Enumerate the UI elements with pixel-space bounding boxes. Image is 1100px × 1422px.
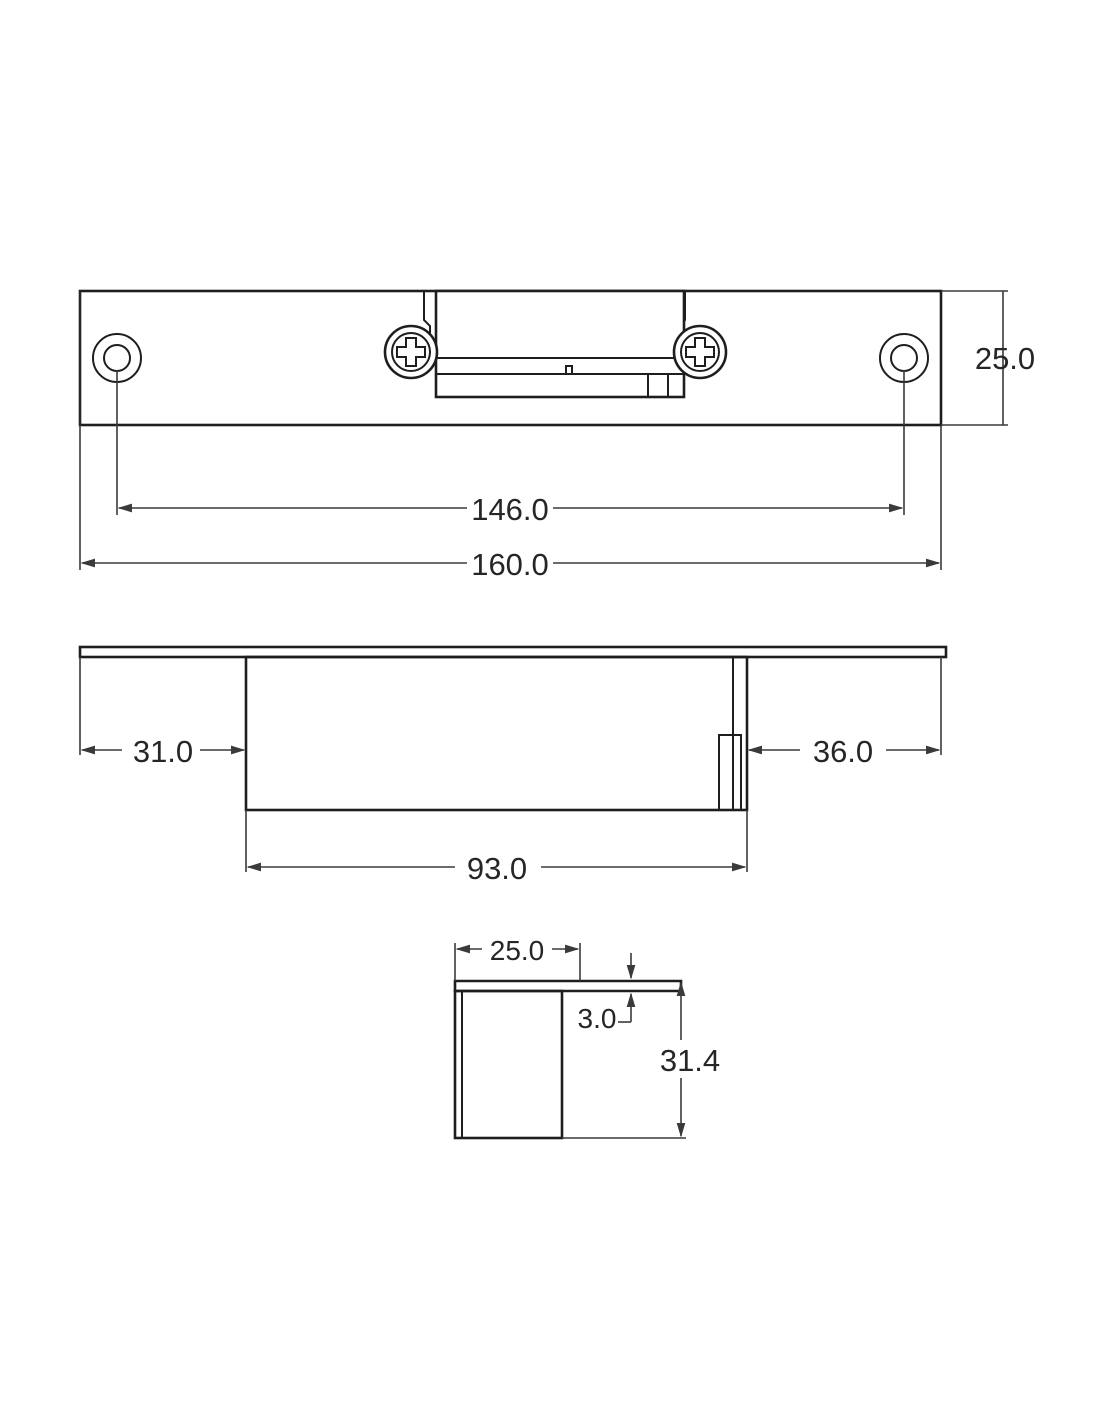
strike-keeper <box>410 289 697 399</box>
side-plate <box>78 645 948 659</box>
dim-plate-height-label: 25.0 <box>975 341 1035 376</box>
side-body <box>244 655 749 812</box>
end-view: 25.0 3.0 31.4 <box>453 935 720 1140</box>
dim-end-width-label: 25.0 <box>490 935 545 966</box>
dim-end-width: 25.0 <box>454 935 581 981</box>
dim-right-offset: 36.0 <box>747 657 942 769</box>
top-view: 25.0 146.0 160.0 <box>78 289 1035 582</box>
dim-overall-length-label: 160.0 <box>471 547 549 582</box>
dim-end-depth-label: 31.4 <box>660 1043 720 1078</box>
dim-end-depth: 31.4 <box>562 981 720 1139</box>
dim-plate-height: 25.0 <box>941 290 1035 426</box>
dim-hole-spacing: 146.0 <box>116 370 905 527</box>
end-body <box>453 989 564 1140</box>
screw-left <box>383 324 439 380</box>
dim-body-length: 93.0 <box>245 810 748 886</box>
dim-body-length-label: 93.0 <box>467 851 527 886</box>
side-view: 31.0 36.0 93.0 <box>78 645 948 886</box>
dim-right-offset-label: 36.0 <box>813 734 873 769</box>
dim-left-offset: 31.0 <box>79 657 246 769</box>
dim-overall-length: 160.0 <box>79 425 942 582</box>
dim-hole-spacing-label: 146.0 <box>471 492 549 527</box>
screw-right <box>672 324 728 380</box>
dim-lip-thickness-label: 3.0 <box>578 1003 617 1034</box>
dim-left-offset-label: 31.0 <box>133 734 193 769</box>
dim-lip-thickness: 3.0 <box>578 953 636 1034</box>
